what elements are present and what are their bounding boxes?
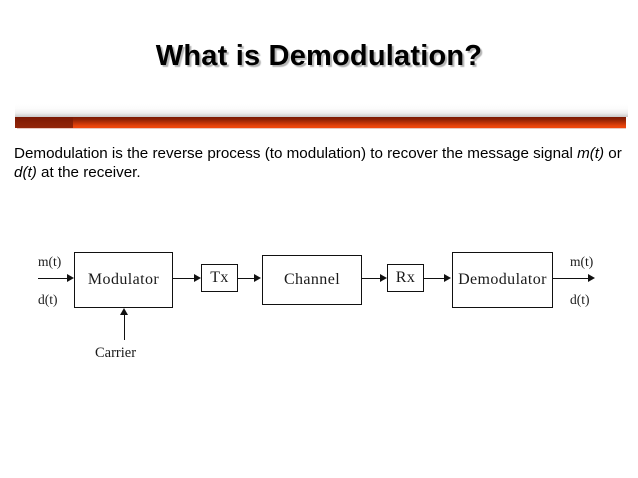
diagram-block-tx: Tx <box>201 264 238 292</box>
diagram-label-input-d: d(t) <box>38 292 58 307</box>
diagram-block-channel: Channel <box>262 255 362 305</box>
diagram-arrowhead-input <box>67 273 74 282</box>
divider-sheen <box>15 104 628 117</box>
body-symbol-d: d(t) <box>14 164 37 181</box>
diagram-arrowhead-channel-rx <box>380 273 387 282</box>
diagram-connector-carrier <box>123 315 125 340</box>
page-title: What is Demodulation? <box>155 40 483 72</box>
diagram-connector-tx-channel <box>238 277 255 279</box>
diagram-arrowhead-carrier <box>119 308 128 315</box>
diagram-label-output-d: d(t) <box>570 292 590 307</box>
diagram-block-demodulator: Demodulator <box>452 252 553 308</box>
diagram-connector-input <box>38 277 67 279</box>
diagram-arrowhead-rx-demodulator <box>444 273 451 282</box>
divider-bar-left-cap <box>15 117 73 128</box>
body-symbol-m: m(t) <box>577 145 605 162</box>
diagram-block-rx: Rx <box>387 264 424 292</box>
diagram-connector-modulator-tx <box>173 277 195 279</box>
body-line-2-end: at the receiver. <box>36 164 141 181</box>
diagram-label-input-m: m(t) <box>38 254 62 269</box>
diagram-label-output-m: m(t) <box>570 254 594 269</box>
diagram-connector-rx-demodulator <box>424 277 445 279</box>
diagram-arrowhead-modulator-tx <box>194 273 201 282</box>
divider-bar <box>15 104 628 130</box>
body-paragraph: Demodulation is the reverse process (to … <box>14 144 626 182</box>
diagram-connector-output <box>553 277 589 279</box>
diagram-connector-channel-rx <box>362 277 381 279</box>
body-line-1: Demodulation is the reverse process (to … <box>14 145 578 162</box>
diagram-label-carrier: Carrier <box>95 345 137 361</box>
diagram-arrowhead-tx-channel <box>254 273 261 282</box>
diagram-arrowhead-output <box>588 273 595 282</box>
diagram-block-modulator: Modulator <box>74 252 173 308</box>
divider-bar-fill <box>17 117 626 129</box>
body-conjunction: or <box>604 145 622 162</box>
block-diagram: m(t) d(t) Modulator Tx Channel Rx Demodu… <box>0 230 638 380</box>
